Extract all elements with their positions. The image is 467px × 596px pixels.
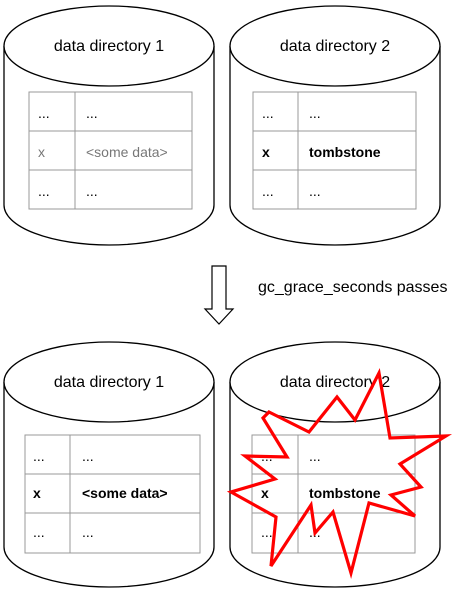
cell-value: ... <box>82 524 94 540</box>
cell-key: x <box>38 144 45 160</box>
down-arrow-icon <box>203 265 235 325</box>
explosion-burst-icon <box>226 367 453 580</box>
directory-title: data directory 2 <box>280 374 390 391</box>
cell-value: ... <box>309 183 321 199</box>
table-border <box>251 434 416 554</box>
cylinder-top <box>229 341 441 423</box>
cell-value: tombstone <box>309 144 381 160</box>
directory-title: data directory 1 <box>54 38 164 55</box>
cell-value: <some data> <box>82 485 168 501</box>
cell-key: ... <box>262 105 274 121</box>
cell-value: ... <box>86 183 98 199</box>
cell-value: ... <box>309 105 321 121</box>
directory-title: data directory 1 <box>54 374 164 391</box>
cell-value: tombstone <box>309 485 381 501</box>
cylinder-top <box>3 5 215 87</box>
table-border <box>28 91 193 210</box>
cylinder-top <box>229 5 441 87</box>
cell-key: ... <box>33 524 45 540</box>
cylinder-top <box>3 341 215 423</box>
transition-label: gc_grace_seconds passes <box>258 279 447 296</box>
data-table: ... ... x <some data> ... ... <box>28 91 193 210</box>
top-right-cylinder: data directory 2 ... ... x tombstone ...… <box>229 5 441 246</box>
table-border <box>252 91 417 210</box>
cell-value: ... <box>309 448 321 464</box>
cell-key: ... <box>38 183 50 199</box>
cell-key: ... <box>262 183 274 199</box>
cell-key: x <box>262 144 270 160</box>
cell-key: ... <box>38 105 50 121</box>
cell-key: x <box>261 485 269 501</box>
data-table: ... ... x tombstone ... ... <box>252 91 417 210</box>
data-table: ... ... x <some data> ... ... <box>24 434 201 554</box>
bottom-right-cylinder: data directory 2 ... ... x tombstone ...… <box>226 341 453 588</box>
directory-title: data directory 2 <box>280 38 390 55</box>
table-border <box>24 434 201 554</box>
top-left-cylinder: data directory 1 ... ... x <some data> .… <box>3 5 215 246</box>
cell-key: x <box>33 485 41 501</box>
cell-value: <some data> <box>86 144 168 160</box>
cell-key: ... <box>33 448 45 464</box>
cell-value: ... <box>86 105 98 121</box>
cell-value: ... <box>82 448 94 464</box>
cell-key: ... <box>261 524 273 540</box>
transition: gc_grace_seconds passes <box>203 265 447 325</box>
bottom-left-cylinder: data directory 1 ... ... x <some data> .… <box>3 341 215 588</box>
data-table: ... ... x tombstone ... ... <box>251 434 416 554</box>
